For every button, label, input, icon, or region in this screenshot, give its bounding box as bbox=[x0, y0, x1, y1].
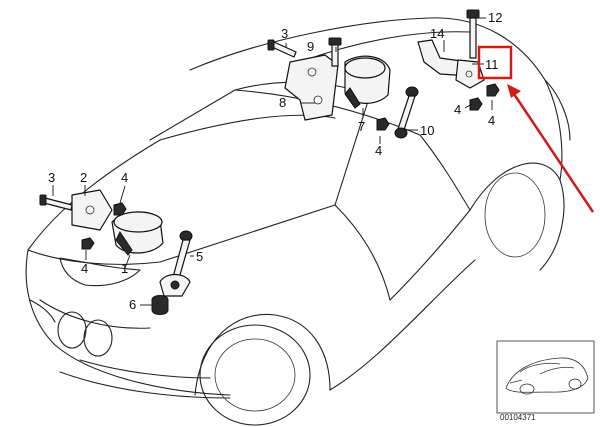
callout-labels: 3 9 8 7 4 10 14 12 4 4 3 2 4 4 1 5 6 bbox=[48, 10, 502, 312]
bracket-part-11 bbox=[455, 59, 485, 89]
highlight-box bbox=[477, 45, 513, 80]
callout-3-left: 3 bbox=[48, 170, 55, 185]
part-11-highlight: 11 bbox=[472, 45, 595, 213]
linkage-rod-part-5 bbox=[159, 230, 193, 297]
callout-1: 1 bbox=[121, 261, 128, 276]
callout-3-upper: 3 bbox=[281, 26, 288, 41]
callout-12: 12 bbox=[488, 10, 502, 25]
callout-7: 7 bbox=[358, 119, 365, 134]
callout-5: 5 bbox=[196, 249, 203, 264]
callout-2: 2 bbox=[80, 170, 87, 185]
callout-11: 11 bbox=[485, 57, 499, 72]
grommet-part-6 bbox=[151, 295, 169, 315]
diagram-reference-number: 00104371 bbox=[500, 413, 536, 422]
sensor-part-7 bbox=[344, 55, 391, 109]
rear-sensor-assembly bbox=[267, 9, 500, 139]
car-body-outline bbox=[25, 17, 571, 426]
bracket-part-2 bbox=[71, 189, 113, 231]
leader-lines bbox=[52, 17, 493, 306]
callout-4-rear-left: 4 bbox=[454, 102, 461, 117]
thumbnail-car-icon bbox=[505, 357, 589, 395]
nut-part-4-lower bbox=[81, 237, 95, 250]
callout-4-mid: 4 bbox=[375, 143, 382, 158]
nut-part-4-rear-right bbox=[486, 83, 500, 97]
nut-part-4-rear-left bbox=[469, 97, 483, 111]
front-sensor-assembly bbox=[39, 189, 193, 315]
callout-6: 6 bbox=[129, 297, 136, 312]
callout-4-rear-right: 4 bbox=[488, 113, 495, 128]
bolt-part-12 bbox=[466, 9, 480, 59]
sensor-part-1 bbox=[111, 211, 164, 256]
thumbnail-inset: 00104371 bbox=[496, 340, 595, 422]
highlight-arrow bbox=[507, 84, 595, 213]
callout-14: 14 bbox=[430, 26, 444, 41]
bolt-part-9 bbox=[328, 37, 342, 67]
bolt-part-3-upper bbox=[267, 39, 297, 58]
linkage-rod-part-10 bbox=[394, 86, 419, 139]
callout-10: 10 bbox=[420, 123, 434, 138]
bracket-part-8 bbox=[284, 54, 339, 121]
callout-4-front-lower: 4 bbox=[81, 261, 88, 276]
callout-4-front-upper: 4 bbox=[121, 170, 128, 185]
nut-part-4-mid bbox=[376, 117, 390, 131]
bolt-part-3-left bbox=[39, 194, 73, 211]
callout-8: 8 bbox=[279, 95, 286, 110]
callout-9: 9 bbox=[307, 39, 314, 54]
nut-part-4-upper bbox=[113, 202, 127, 216]
